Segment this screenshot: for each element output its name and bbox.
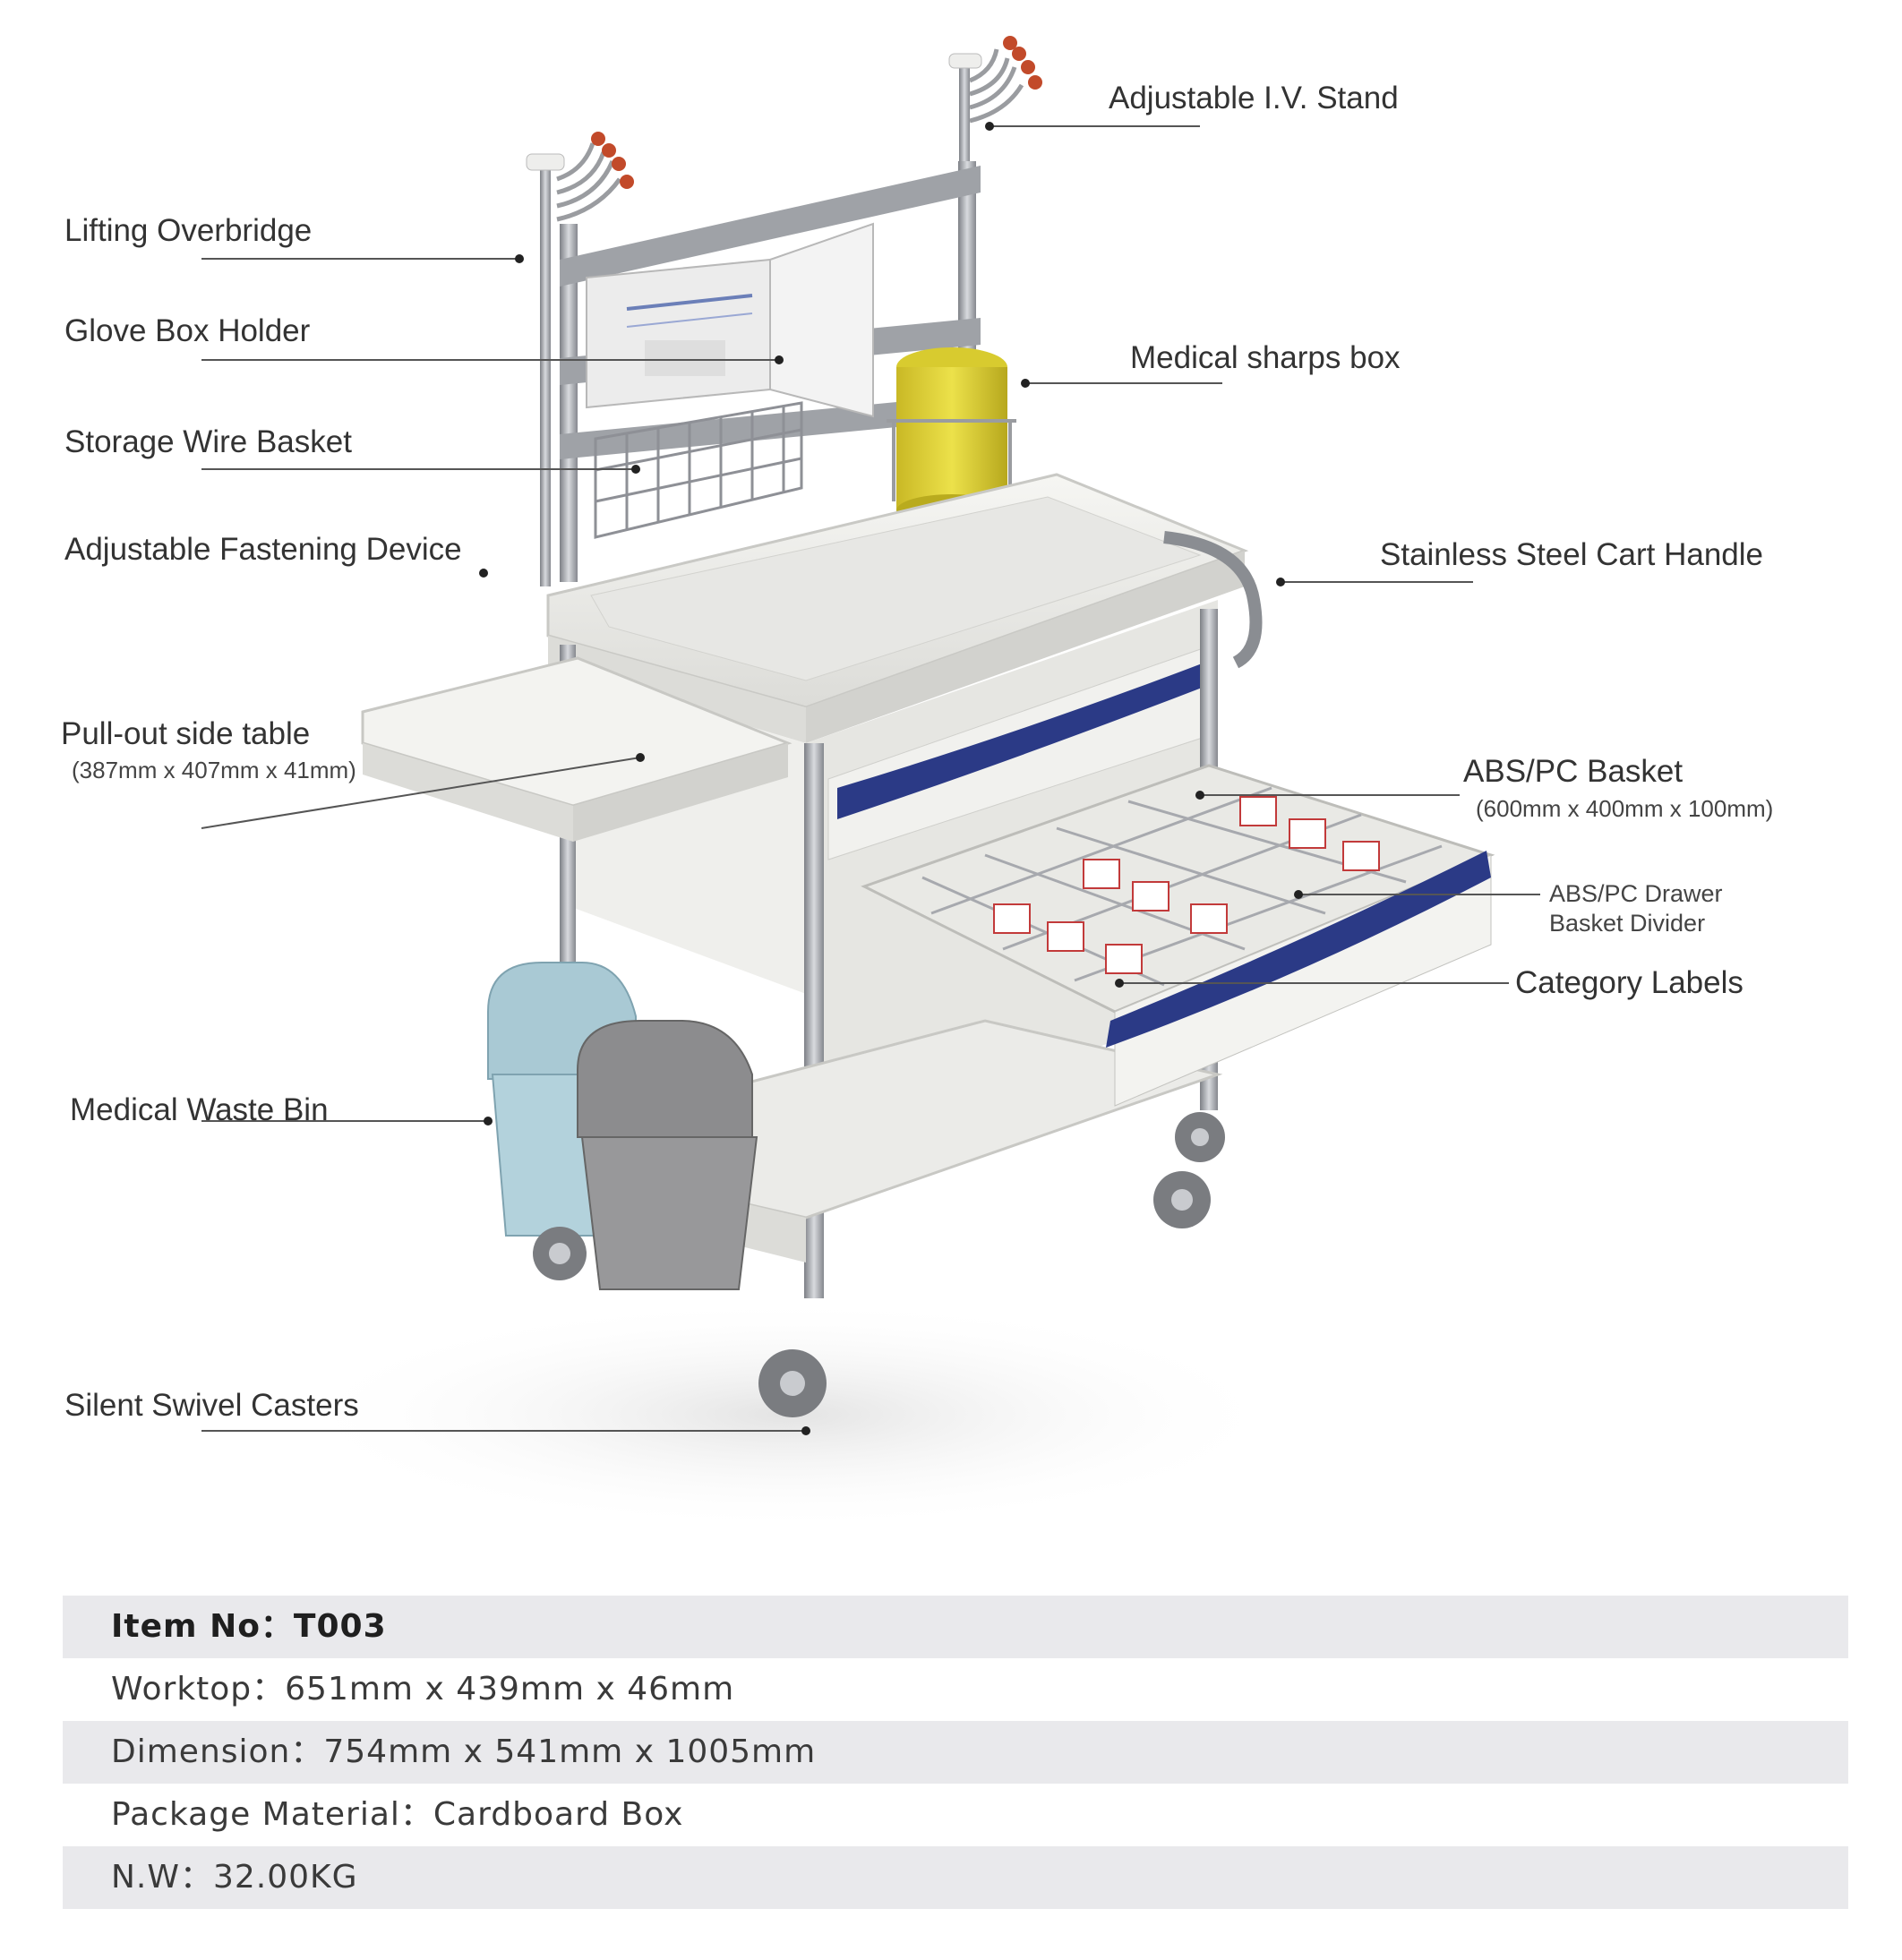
callout-silent-swivel-casters: Silent Swivel Casters xyxy=(64,1388,359,1423)
wire-basket xyxy=(594,401,803,539)
callout-adjustable-fastening-device: Adjustable Fastening Device xyxy=(64,532,462,567)
callout-pull-out-side-table: Pull-out side table xyxy=(61,716,311,751)
callout-glove-box-holder: Glove Box Holder xyxy=(64,313,311,348)
callout-lifting-overbridge: Lifting Overbridge xyxy=(64,213,313,248)
worktop xyxy=(546,473,1249,743)
callout-medical-waste-bin: Medical Waste Bin xyxy=(70,1092,329,1127)
callout-storage-wire-basket: Storage Wire Basket xyxy=(64,424,352,459)
basket-drawer xyxy=(861,764,1495,1107)
spec-item-no: Item No：T003 xyxy=(111,1608,387,1645)
spec-package: Package Material：Cardboard Box xyxy=(111,1796,684,1833)
spec-worktop: Worktop：651mm x 439mm x 46mm xyxy=(111,1671,735,1708)
spec-row-worktop: Worktop：651mm x 439mm x 46mm xyxy=(63,1658,1848,1721)
leader-dots xyxy=(479,122,1303,1435)
callout-basket-divider-line2: Basket Divider xyxy=(1549,910,1706,937)
spec-row-item-no: Item No：T003 xyxy=(63,1596,1848,1658)
casters xyxy=(533,1112,1225,1417)
spec-row-package: Package Material：Cardboard Box xyxy=(63,1784,1848,1846)
spec-dimension: Dimension：754mm x 541mm x 1005mm xyxy=(111,1733,817,1770)
callout-iv-stand: Adjustable I.V. Stand xyxy=(1109,81,1399,116)
callout-stainless-steel-cart-handle: Stainless Steel Cart Handle xyxy=(1380,537,1763,572)
glove-boxes xyxy=(586,222,874,418)
spec-row-dimension: Dimension：754mm x 541mm x 1005mm xyxy=(63,1721,1848,1784)
callout-abs-pc-basket: ABS/PC Basket xyxy=(1463,754,1684,789)
cart-handle xyxy=(1163,531,1263,669)
leader-lines xyxy=(201,125,1540,1432)
callout-side-table-dims: (387mm x 407mm x 41mm) xyxy=(72,757,356,783)
waste-bins xyxy=(487,962,758,1290)
callout-category-labels: Category Labels xyxy=(1515,965,1744,1000)
callout-basket-divider-line1: ABS/PC Drawer xyxy=(1549,880,1723,907)
iv-stand xyxy=(526,36,1042,586)
callout-abs-pc-basket-dims: (600mm x 400mm x 100mm) xyxy=(1476,795,1774,822)
side-table xyxy=(361,656,792,842)
callout-medical-sharps-box: Medical sharps box xyxy=(1130,340,1401,375)
spec-nw: N.W：32.00KG xyxy=(111,1859,358,1896)
spec-row-nw: N.W：32.00KG xyxy=(63,1846,1848,1909)
